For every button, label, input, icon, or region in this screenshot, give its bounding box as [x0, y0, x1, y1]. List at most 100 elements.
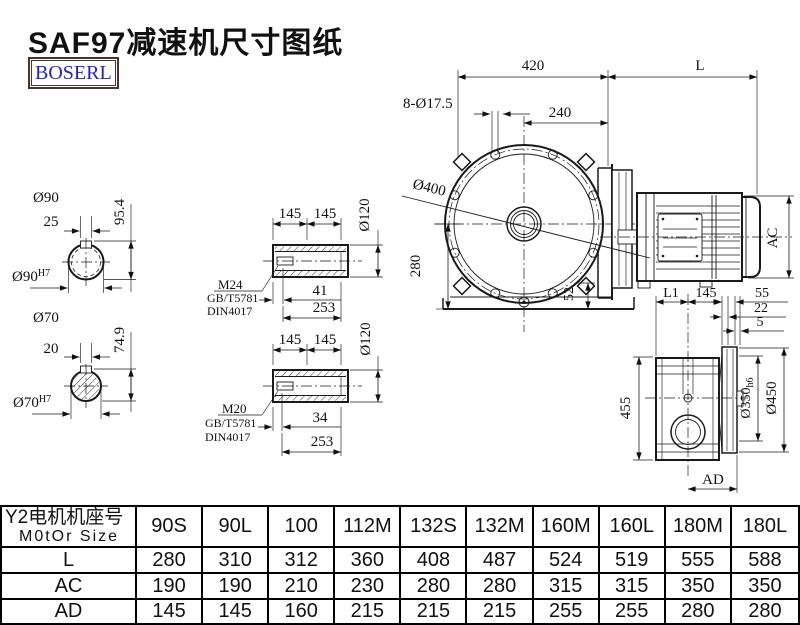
hst-length: 253: [313, 300, 336, 316]
table-cell: 360: [335, 548, 402, 574]
motor: [600, 192, 792, 289]
sv-spigot: Ø350h6: [739, 377, 756, 418]
sv-55: 55: [755, 286, 769, 301]
table-cell: 524: [533, 548, 600, 574]
hsb-std2: DIN4017: [205, 430, 250, 444]
table-row-label: AC: [2, 574, 137, 600]
dim-420-label: 420: [522, 58, 545, 74]
shaft-end-view-70: Ø70 20 74.9 Ø70H7: [13, 310, 136, 419]
table-cell: 255: [600, 600, 666, 623]
table-cell: 519: [599, 548, 666, 574]
front-view: [434, 116, 792, 332]
motor-size-table: Y2电机机座号 M0tOr Size 90S 90L 100 112M 132S…: [0, 505, 800, 625]
table-cell: 555: [665, 548, 732, 574]
dim-AC-label: AC: [765, 228, 781, 249]
shaft70-title: Ø70: [33, 310, 59, 326]
shaft70-bore: Ø70H7: [13, 394, 51, 411]
sv-455: 455: [618, 397, 634, 420]
table-cell: 215: [467, 600, 534, 623]
table-cell: 280: [748, 600, 782, 622]
table-cell: 210: [269, 574, 336, 600]
hst-thread: M24: [218, 277, 243, 292]
dim-L-label: L: [695, 58, 704, 74]
table-cell: 487: [467, 548, 534, 574]
hst-std2: DIN4017: [207, 304, 252, 318]
dim-240-label: 240: [549, 105, 572, 121]
bolt-holes: [449, 149, 599, 299]
table-cell: 408: [401, 548, 468, 574]
table-cell: 215: [335, 600, 402, 623]
table-cell: 310: [203, 548, 270, 574]
hst-145b: 145: [314, 206, 337, 222]
table-header-line2: M0tOr Size: [19, 527, 120, 545]
dim-280-label: 280: [408, 255, 424, 278]
table-cell: 215: [401, 600, 468, 623]
table-cell: 255: [534, 600, 600, 623]
table-row-label: L: [2, 548, 137, 574]
table-col-header: 90S: [137, 507, 204, 548]
dim-52-label: 52: [562, 287, 577, 301]
hsb-thread: M20: [222, 401, 247, 416]
hst-dia: Ø120: [357, 198, 373, 231]
table-cell: 160: [269, 600, 336, 623]
table-header-line1: Y2电机机座号: [5, 506, 124, 528]
sv-AD: AD: [702, 472, 724, 488]
table-cell: 145: [137, 600, 204, 623]
hollow-shaft-view-m20: 145 145 Ø120 M20 GB/T5781 DIN4017 34 253: [205, 322, 383, 456]
table-col-header: 100: [269, 507, 336, 548]
hollow-shaft-view-m24: 145 145 Ø120 M24 GB/T5781 DIN4017 41: [207, 198, 383, 322]
table-col-header: 180M: [665, 507, 732, 548]
shaft90-title: Ø90: [33, 190, 59, 206]
table-row-label: AD: [2, 600, 137, 623]
hsb-depth: 34: [313, 410, 329, 426]
sv-22: 22: [754, 301, 768, 316]
shaft70-key-width: 20: [44, 341, 59, 357]
table-col-header: 160M: [533, 507, 600, 548]
sv-145: 145: [696, 286, 717, 301]
hsb-145b: 145: [314, 332, 337, 348]
table-col-header: 180L: [731, 507, 798, 548]
table-col-header: 160L: [599, 507, 666, 548]
hst-145a: 145: [279, 206, 302, 222]
hst-depth: 41: [313, 283, 328, 299]
table-col-header: 132S: [401, 507, 468, 548]
shaft70-height: 74.9: [112, 327, 128, 353]
table-cell: 315: [599, 574, 666, 600]
side-view: L1 145 55 22 5 455 Ø350h6 Ø450: [618, 286, 789, 493]
brand-logo: BOSERL: [28, 57, 119, 89]
table-cell: 230: [335, 574, 402, 600]
table-col-header: 90L: [203, 507, 270, 548]
hsb-145a: 145: [279, 332, 302, 348]
front-view-dimensions: 420 L 8-Ø17.5 240 Ø400 280 52 AC: [401, 58, 794, 310]
sv-flange-dia: Ø450: [764, 381, 780, 414]
dim-bolt-holes-label: 8-Ø17.5: [403, 96, 453, 112]
table-col-header: 132M: [467, 507, 534, 548]
table-cell: 315: [533, 574, 600, 600]
dim-flange-dia-label: Ø400: [411, 176, 447, 200]
sv-L1: L1: [663, 286, 679, 301]
sv-5: 5: [757, 315, 764, 330]
hsb-dia: Ø120: [358, 322, 374, 355]
table-header-cell: Y2电机机座号 M0tOr Size: [2, 507, 137, 548]
shaft90-bore: Ø90H7: [12, 268, 50, 285]
table-cell: 588: [731, 548, 798, 574]
shaft90-key-width: 25: [44, 214, 59, 230]
table-cell: 280: [666, 600, 732, 623]
hsb-std1: GB/T5781: [205, 416, 256, 430]
table-cell: 145: [203, 600, 270, 623]
table-cell: 190: [137, 574, 204, 600]
technical-drawing: 420 L 8-Ø17.5 240 Ø400 280 52 AC: [12, 58, 794, 493]
table-cell: 280: [137, 548, 204, 574]
table-cell: 350: [665, 574, 732, 600]
shaft90-height: 95.4: [112, 198, 128, 225]
table-cell: 350: [731, 574, 798, 600]
hsb-length: 253: [311, 434, 334, 450]
shaft-end-view-90: Ø90 25 95.4 Ø90H7: [12, 190, 136, 293]
table-cell: 312: [269, 548, 336, 574]
table-col-header: 112M: [335, 507, 402, 548]
brand-logo-text: BOSERL: [31, 60, 116, 86]
hst-std1: GB/T5781: [207, 291, 258, 305]
table-cell: 280: [401, 574, 468, 600]
table-cell: 280: [467, 574, 534, 600]
